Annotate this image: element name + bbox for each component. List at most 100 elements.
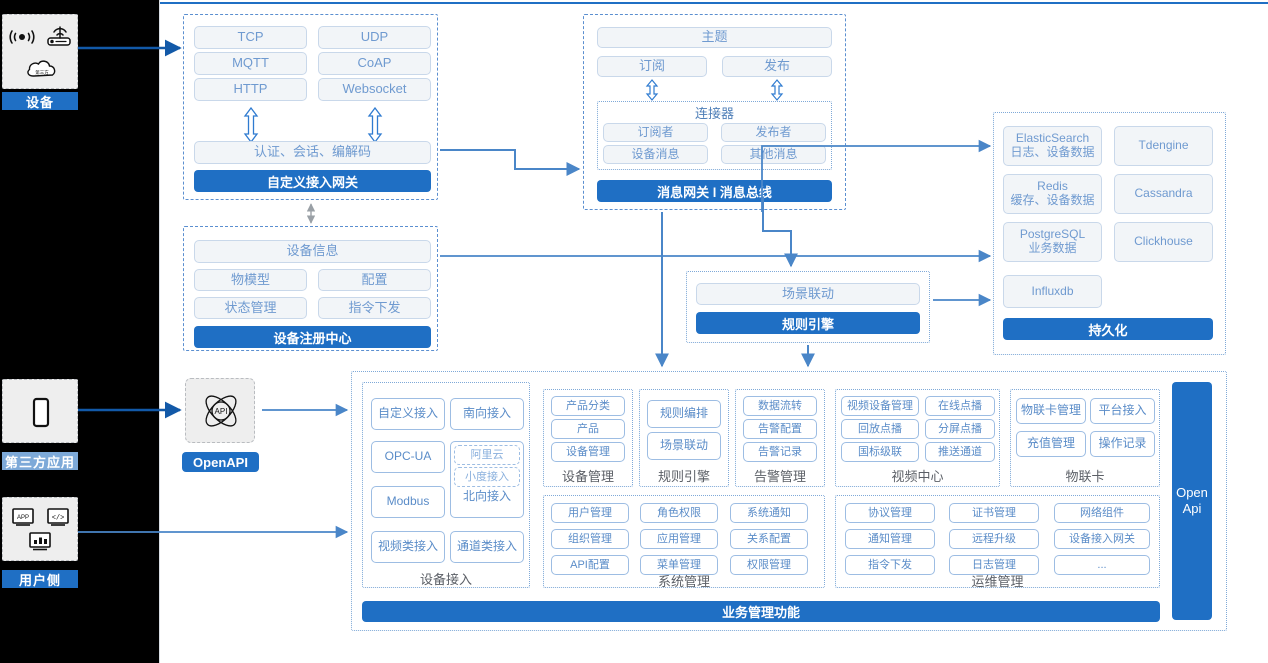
store-cassandra[interactable]: Cassandra — [1114, 174, 1213, 214]
sm-api-config[interactable]: API配置 — [551, 555, 629, 575]
router-icon — [47, 26, 71, 46]
device-registry-group — [183, 226, 438, 351]
protocol-http[interactable]: HTTP — [194, 78, 307, 101]
access-northbound-box[interactable]: 阿里云 小度接入 北向接入 — [450, 441, 524, 518]
mobile-phone-icon — [32, 397, 50, 428]
dm-product-category[interactable]: 产品分类 — [551, 396, 625, 416]
vc-video-device-mgmt[interactable]: 视频设备管理 — [841, 396, 919, 416]
gateway-middleware[interactable]: 认证、会话、编解码 — [194, 141, 431, 164]
device-mgmt-group — [543, 389, 633, 487]
user-actor-image: APP </> — [2, 497, 78, 561]
vc-playback[interactable]: 回放点播 — [841, 419, 919, 439]
sm-app-mgmt[interactable]: 应用管理 — [640, 529, 718, 549]
access-modbus[interactable]: Modbus — [371, 486, 445, 518]
connector-publisher[interactable]: 发布者 — [721, 123, 826, 142]
om-more[interactable]: ... — [1054, 555, 1150, 575]
dm-device-mgmt[interactable]: 设备管理 — [551, 442, 625, 462]
access-xiaodu[interactable]: 小度接入 — [454, 467, 520, 487]
om-cert-mgmt[interactable]: 证书管理 — [949, 503, 1039, 523]
ic-card-mgmt[interactable]: 物联卡管理 — [1016, 398, 1086, 424]
connector-other-msg[interactable]: 其他消息 — [721, 145, 826, 164]
store-influxdb[interactable]: Influxdb — [1003, 275, 1102, 308]
thirdparty-actor-label: 第三方应用 — [2, 452, 78, 470]
registry-config[interactable]: 配置 — [318, 269, 431, 291]
om-network-comp[interactable]: 网络组件 — [1054, 503, 1150, 523]
system-mgmt-caption: 系统管理 — [657, 573, 710, 589]
code-window-icon: </> — [47, 508, 69, 526]
om-notice-mgmt[interactable]: 通知管理 — [845, 529, 935, 549]
svg-text:第三方: 第三方 — [35, 69, 49, 76]
business-footer-bar[interactable]: 业务管理功能 — [362, 601, 1160, 622]
openapi-label[interactable]: OpenAPI — [182, 452, 259, 472]
custom-gateway-title[interactable]: 自定义接入网关 — [194, 170, 431, 192]
access-video[interactable]: 视频类接入 — [371, 531, 445, 563]
re-rule-orchestration[interactable]: 规则编排 — [647, 400, 721, 428]
sm-relation-cfg[interactable]: 关系配置 — [730, 529, 808, 549]
om-device-gateway[interactable]: 设备接入网关 — [1054, 529, 1150, 549]
rules-engine-title[interactable]: 规则引擎 — [696, 312, 920, 334]
re-scene-linkage[interactable]: 场景联动 — [647, 432, 721, 460]
om-remote-upgrade[interactable]: 远程升级 — [949, 529, 1039, 549]
connector-subscriber[interactable]: 订阅者 — [603, 123, 708, 142]
am-alarm-record[interactable]: 告警记录 — [743, 442, 817, 462]
vc-online-play[interactable]: 在线点播 — [925, 396, 995, 416]
sm-menu-mgmt[interactable]: 菜单管理 — [640, 555, 718, 575]
protocol-coap[interactable]: CoAP — [318, 52, 431, 75]
am-alarm-config[interactable]: 告警配置 — [743, 419, 817, 439]
sm-user-mgmt[interactable]: 用户管理 — [551, 503, 629, 523]
svg-text:</>: </> — [52, 515, 65, 523]
om-protocol-mgmt[interactable]: 协议管理 — [845, 503, 935, 523]
open-api-vertical-bar[interactable]: Open Api — [1172, 382, 1212, 620]
protocol-mqtt[interactable]: MQTT — [194, 52, 307, 75]
registry-thing-model[interactable]: 物模型 — [194, 269, 307, 291]
system-mgmt-group — [543, 495, 825, 588]
subscribe-chip[interactable]: 订阅 — [597, 56, 707, 77]
double-arrow-right-icon — [367, 107, 383, 143]
protocol-websocket[interactable]: Websocket — [318, 78, 431, 101]
message-bus-title[interactable]: 消息网关 l 消息总线 — [597, 180, 832, 202]
vc-split-screen[interactable]: 分屏点播 — [925, 419, 995, 439]
vc-gb-cascade[interactable]: 国标级联 — [841, 442, 919, 462]
ic-platform-access[interactable]: 平台接入 — [1090, 398, 1155, 424]
access-southbound[interactable]: 南向接入 — [450, 398, 524, 430]
sm-perm-mgmt[interactable]: 权限管理 — [730, 555, 808, 575]
om-command-send[interactable]: 指令下发 — [845, 555, 935, 575]
publish-chip[interactable]: 发布 — [722, 56, 832, 77]
protocol-tcp[interactable]: TCP — [194, 26, 307, 49]
store-tdengine[interactable]: Tdengine — [1114, 126, 1213, 166]
persistence-title[interactable]: 持久化 — [1003, 318, 1213, 340]
store-name: PostgreSQL — [1019, 227, 1086, 242]
access-opcua[interactable]: OPC-UA — [371, 441, 445, 473]
api-atom-icon: API — [205, 395, 237, 427]
double-arrow-left-icon — [243, 107, 259, 143]
device-info-chip[interactable]: 设备信息 — [194, 240, 431, 263]
connector-group — [597, 101, 832, 170]
open-api-line2: Api — [1182, 501, 1202, 516]
sm-sys-notice[interactable]: 系统通知 — [730, 503, 808, 523]
am-data-flow[interactable]: 数据流转 — [743, 396, 817, 416]
registry-command-send[interactable]: 指令下发 — [318, 297, 431, 319]
access-aliyun[interactable]: 阿里云 — [454, 445, 520, 465]
vc-push-channel[interactable]: 推送通道 — [925, 442, 995, 462]
ic-operation-log[interactable]: 操作记录 — [1090, 431, 1155, 457]
topic-chip[interactable]: 主题 — [597, 27, 832, 48]
scene-linkage-chip[interactable]: 场景联动 — [696, 283, 920, 305]
ic-recharge-mgmt[interactable]: 充值管理 — [1016, 431, 1086, 457]
access-channel[interactable]: 通道类接入 — [450, 531, 524, 563]
connector-device-msg[interactable]: 设备消息 — [603, 145, 708, 164]
store-redis[interactable]: Redis 缓存、设备数据 — [1003, 174, 1102, 214]
registry-state-mgmt[interactable]: 状态管理 — [194, 297, 307, 319]
persistence-group — [993, 112, 1226, 355]
sm-org-mgmt[interactable]: 组织管理 — [551, 529, 629, 549]
alarm-mgmt-caption: 告警管理 — [753, 468, 806, 484]
sm-role-perm[interactable]: 角色权限 — [640, 503, 718, 523]
store-postgresql[interactable]: PostgreSQL 业务数据 — [1003, 222, 1102, 262]
dashboard-chart-icon — [29, 532, 51, 551]
dm-product[interactable]: 产品 — [551, 419, 625, 439]
store-clickhouse[interactable]: Clickhouse — [1114, 222, 1213, 262]
device-registry-title[interactable]: 设备注册中心 — [194, 326, 431, 348]
om-log-mgmt[interactable]: 日志管理 — [949, 555, 1039, 575]
store-elasticsearch[interactable]: ElasticSearch 日志、设备数据 — [1003, 126, 1102, 166]
protocol-udp[interactable]: UDP — [318, 26, 431, 49]
access-custom[interactable]: 自定义接入 — [371, 398, 445, 430]
